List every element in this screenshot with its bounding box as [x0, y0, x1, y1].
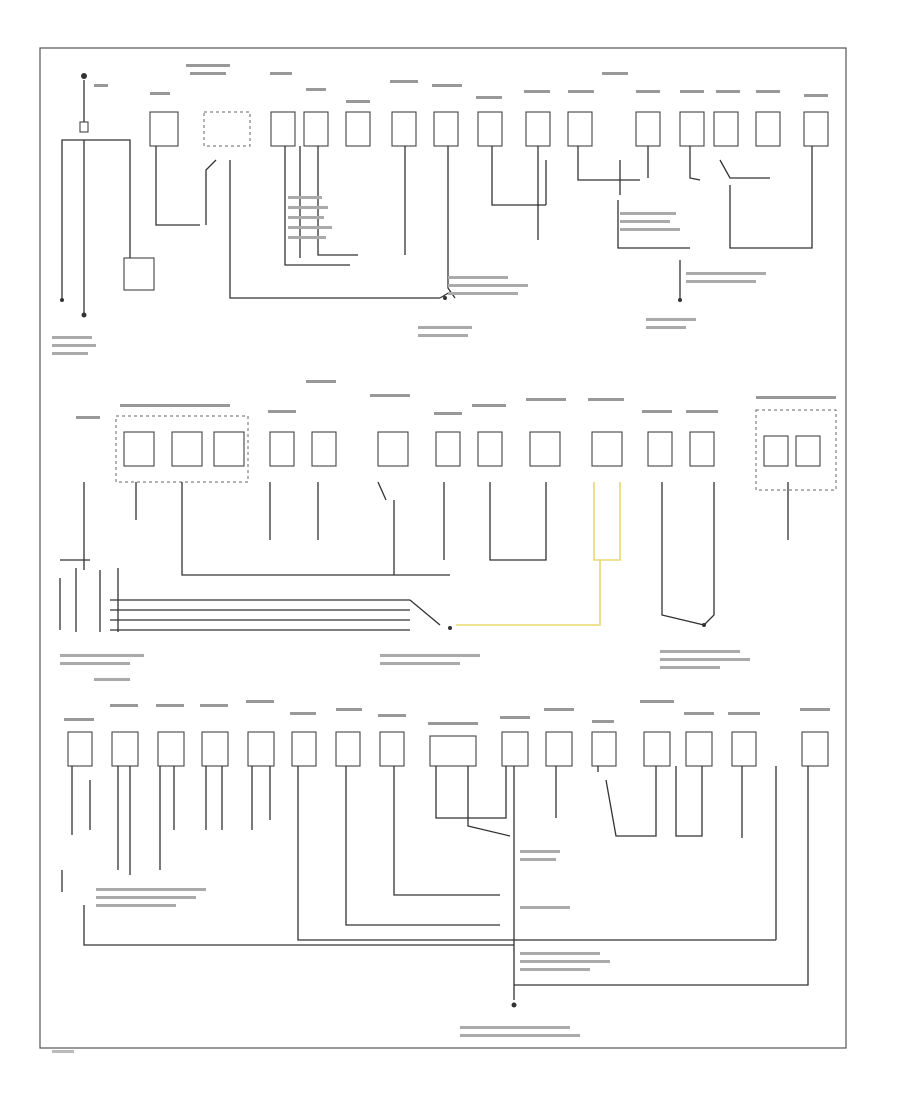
- wire-battery-branch-2: [84, 139, 131, 265]
- bottom-section: [52, 700, 830, 1053]
- diagram-frame: [39, 47, 847, 1049]
- top-labels: [52, 64, 828, 355]
- top-components: [149, 111, 829, 147]
- wire-battery-branch: [61, 139, 84, 300]
- bottom-labels: [52, 700, 830, 1053]
- battery-fuse: [79, 121, 89, 133]
- relay-box: [123, 257, 155, 291]
- middle-labels: [60, 380, 836, 681]
- top-section: [52, 64, 829, 355]
- middle-section: [59, 380, 837, 681]
